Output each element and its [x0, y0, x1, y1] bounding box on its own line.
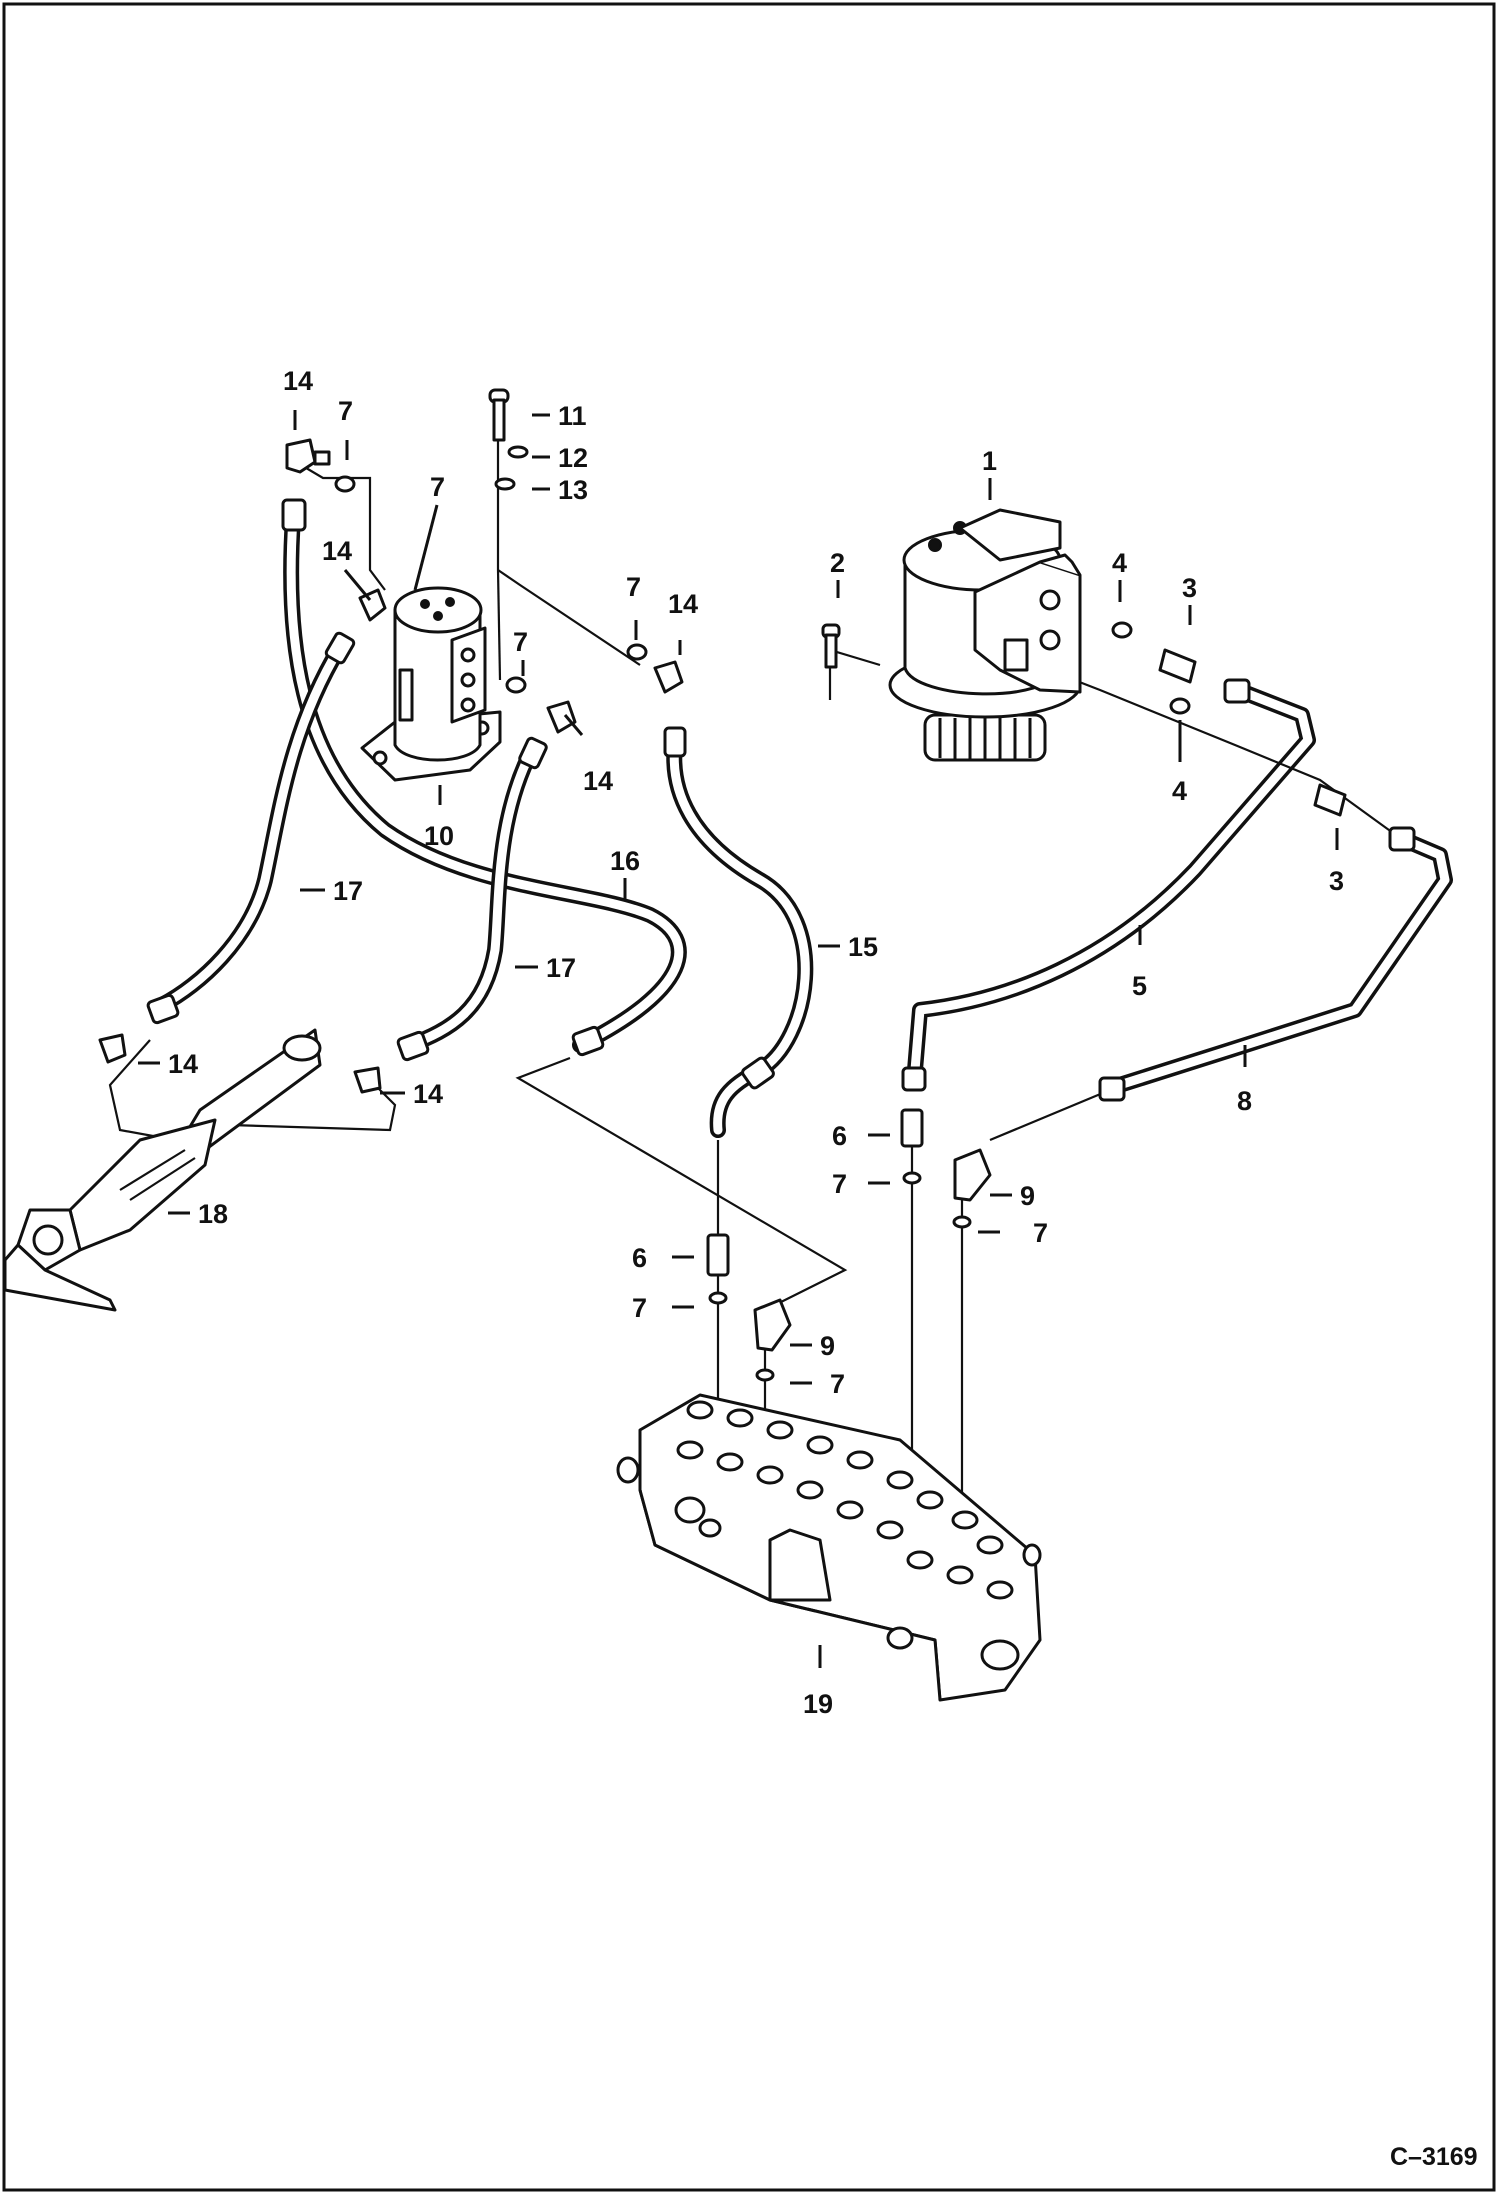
callout-1: 1 — [982, 446, 997, 476]
callout-14: 14 — [668, 589, 698, 619]
callout-7: 7 — [632, 1293, 647, 1323]
callout-9: 9 — [820, 1331, 835, 1361]
callout-3: 3 — [1182, 573, 1197, 603]
callout-14: 14 — [283, 366, 313, 396]
callout-15: 15 — [848, 932, 878, 962]
callout-8: 8 — [1237, 1086, 1252, 1116]
callout-4: 4 — [1172, 776, 1187, 806]
swivel-joint — [360, 586, 502, 782]
hose-17-left — [154, 639, 348, 1013]
callout-7: 7 — [830, 1369, 845, 1399]
hose-17-right — [402, 740, 541, 1053]
callout-17: 17 — [546, 953, 576, 983]
callout-13: 13 — [558, 475, 588, 505]
callout-3: 3 — [1329, 866, 1344, 896]
cylinder — [3, 1028, 322, 1312]
callout-10: 10 — [424, 821, 454, 851]
callout-6: 6 — [632, 1243, 647, 1273]
callout-9: 9 — [1020, 1181, 1035, 1211]
callout-19: 19 — [803, 1689, 833, 1719]
callout-labels: 14 7 7 14 7 14 10 7 14 11 12 13 1 2 4 3 … — [168, 366, 1344, 1719]
hose-15 — [666, 737, 814, 1138]
callout-7: 7 — [513, 627, 528, 657]
callout-16: 16 — [610, 846, 640, 876]
callout-4: 4 — [1112, 548, 1127, 578]
callout-7: 7 — [338, 396, 353, 426]
callout-14: 14 — [583, 766, 613, 796]
callout-7: 7 — [832, 1169, 847, 1199]
fittings — [98, 388, 1416, 1382]
callout-12: 12 — [558, 443, 588, 473]
callout-18: 18 — [198, 1199, 228, 1229]
tube-5 — [907, 682, 1316, 1078]
callout-14: 14 — [322, 536, 352, 566]
callout-7: 7 — [1033, 1218, 1048, 1248]
callout-2: 2 — [830, 548, 845, 578]
tube-8 — [1102, 830, 1453, 1096]
control-valve — [616, 1393, 1042, 1702]
connection-lines — [108, 390, 1401, 1580]
callout-5: 5 — [1132, 971, 1147, 1001]
callout-11: 11 — [558, 401, 587, 431]
callout-6: 6 — [832, 1121, 847, 1151]
callout-14: 14 — [413, 1079, 443, 1109]
callout-leaders — [138, 410, 1339, 1668]
figure-reference: C–3169 — [1390, 2143, 1478, 2171]
callout-14: 14 — [168, 1049, 198, 1079]
swing-motor — [888, 508, 1082, 762]
callout-17: 17 — [333, 876, 363, 906]
callout-7: 7 — [430, 472, 445, 502]
callout-7: 7 — [626, 572, 641, 602]
